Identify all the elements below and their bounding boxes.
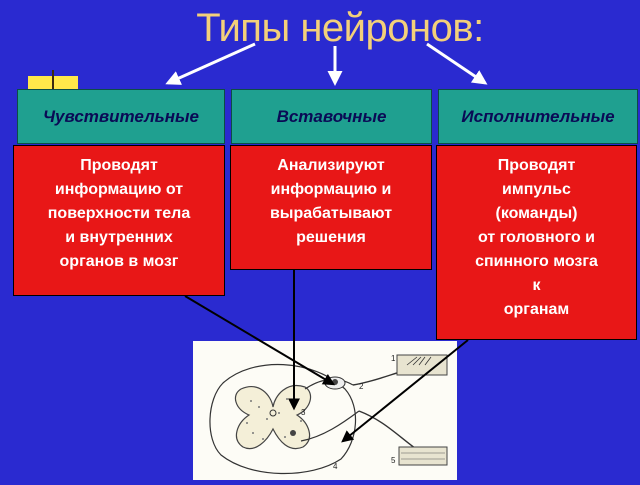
- reflex-arc-figure: 1 2 3 4 5: [193, 341, 457, 480]
- description-line: вырабатывают: [269, 205, 393, 222]
- slide-title: Типы нейронов:: [196, 6, 484, 50]
- pointer-arrow-sensory: [184, 295, 336, 386]
- figure-label: 3: [301, 408, 306, 417]
- figure-label: 2: [359, 382, 364, 391]
- description-line: информацию и: [270, 181, 392, 198]
- description-line: органам: [503, 301, 570, 318]
- arrow-to-motor: [426, 42, 488, 85]
- description-line: Проводят: [80, 157, 158, 174]
- arrow-to-sensory: [165, 42, 256, 85]
- description-line: органов в мозг: [59, 253, 179, 270]
- description-line: к: [532, 277, 541, 294]
- pointer-arrow-motor: [341, 339, 469, 443]
- description-box-interneuron: Анализируют информацию и вырабатывают ре…: [230, 145, 432, 270]
- description-line: информацию от: [54, 181, 184, 198]
- description-line: импульс: [502, 181, 571, 198]
- description-line: поверхности тела: [47, 205, 191, 222]
- description-line: Проводят: [497, 157, 576, 174]
- figure-label: 1: [391, 354, 396, 363]
- decorative-line: [52, 70, 54, 96]
- figure-label: 4: [333, 462, 338, 471]
- description-line: от головного и: [478, 229, 595, 246]
- header-sensory: Чувствительные: [17, 89, 225, 144]
- description-line: Анализируют: [277, 157, 385, 174]
- description-box-motor: Проводят импульс (команды) от головного …: [436, 145, 637, 340]
- description-line: (команды): [495, 205, 578, 222]
- description-line: решения: [296, 229, 366, 246]
- description-line: и внутренних: [65, 229, 173, 246]
- reflex-arc-drawing: 1 2 3 4 5: [209, 354, 448, 475]
- header-motor: Исполнительные: [438, 89, 638, 144]
- header-interneuron: Вставочные: [231, 89, 432, 144]
- figure-label: 5: [391, 456, 396, 465]
- description-box-sensory: Проводят информацию от поверхности тела …: [13, 145, 225, 296]
- description-line: спинного мозга: [475, 253, 598, 270]
